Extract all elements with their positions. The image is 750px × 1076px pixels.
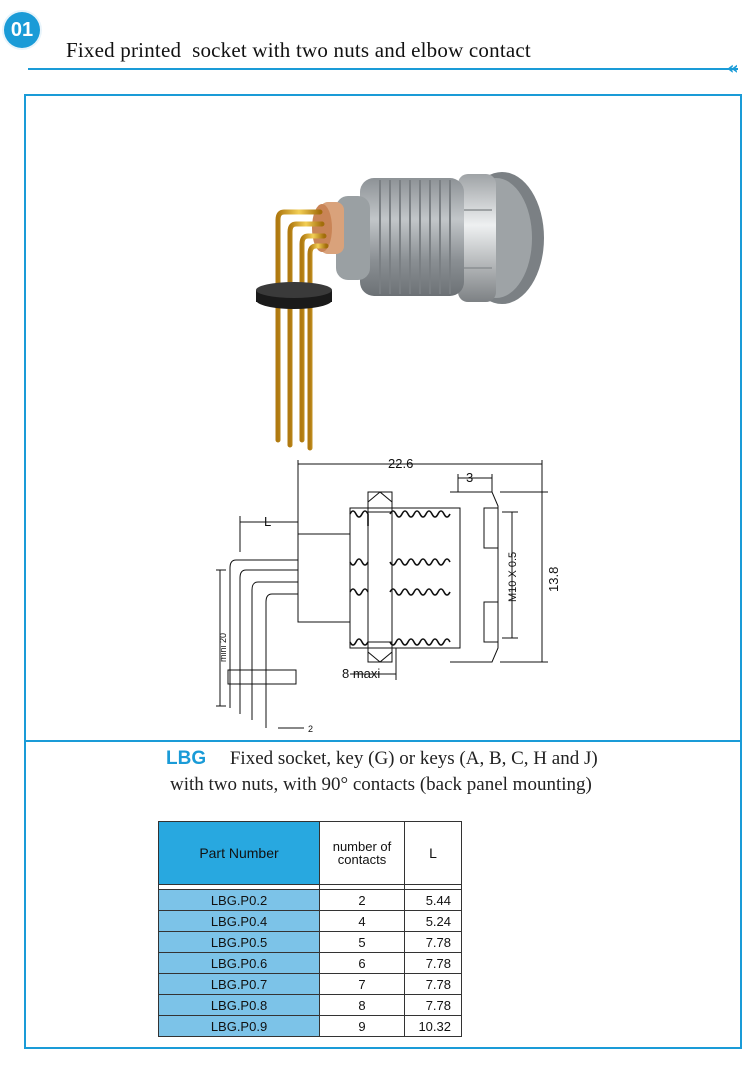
contacts-cell: 6 — [319, 952, 405, 974]
header-contacts: number of contacts — [319, 821, 405, 885]
length-cell: 7.78 — [404, 952, 462, 974]
dim-pitch-label: 2 — [308, 724, 313, 734]
contacts-cell: 8 — [319, 994, 405, 1016]
part-number-table: Part Number number of contacts L LBG.P0.… — [158, 821, 462, 1037]
part-number-cell: LBG.P0.6 — [158, 952, 320, 974]
series-code: LBG — [166, 748, 207, 769]
section-number-badge: 01 — [4, 12, 40, 48]
part-number-cell: LBG.P0.7 — [158, 973, 320, 995]
dim-thread-label: M10 X 0.5 — [507, 552, 519, 602]
dim-min-label: mini 20 — [218, 633, 228, 662]
part-number-cell: LBG.P0.9 — [158, 1015, 320, 1037]
connector-photo — [240, 150, 550, 455]
length-cell: 7.78 — [404, 994, 462, 1016]
length-cell: 7.78 — [404, 931, 462, 953]
part-number-cell: LBG.P0.2 — [158, 889, 320, 911]
dim-flange-label: 3 — [466, 470, 473, 485]
contacts-cell: 9 — [319, 1015, 405, 1037]
dim-height-label: 13.8 — [546, 567, 561, 592]
header-rule — [28, 68, 738, 70]
length-cell: 7.78 — [404, 973, 462, 995]
header-length: L — [404, 821, 462, 885]
part-number-cell: LBG.P0.5 — [158, 931, 320, 953]
description-text-1: Fixed socket, key (G) or keys (A, B, C, … — [229, 748, 598, 769]
header-part-number: Part Number — [158, 821, 320, 885]
part-number-cell: LBG.P0.8 — [158, 994, 320, 1016]
dimension-drawing: 22.6 3 L 8 maxi 2 M10 X 0.5 13.8 mini 20 — [216, 456, 561, 734]
contacts-cell: 7 — [319, 973, 405, 995]
dim-overall-label: 22.6 — [388, 456, 413, 471]
dim-max-label: 8 maxi — [342, 666, 380, 681]
contacts-cell: 2 — [319, 889, 405, 911]
section-divider — [24, 740, 742, 742]
dim-l-label: L — [264, 514, 271, 529]
description-line-1: LBG Fixed socket, key (G) or keys (A, B,… — [166, 748, 598, 770]
length-cell: 5.44 — [404, 889, 462, 911]
description-line-2: with two nuts, with 90° contacts (back p… — [170, 774, 592, 795]
length-cell: 10.32 — [404, 1015, 462, 1037]
content-frame — [24, 94, 742, 1049]
length-cell: 5.24 — [404, 910, 462, 932]
part-number-cell: LBG.P0.4 — [158, 910, 320, 932]
page-title: Fixed printed socket with two nuts and e… — [66, 38, 531, 62]
contacts-cell: 4 — [319, 910, 405, 932]
contacts-cell: 5 — [319, 931, 405, 953]
